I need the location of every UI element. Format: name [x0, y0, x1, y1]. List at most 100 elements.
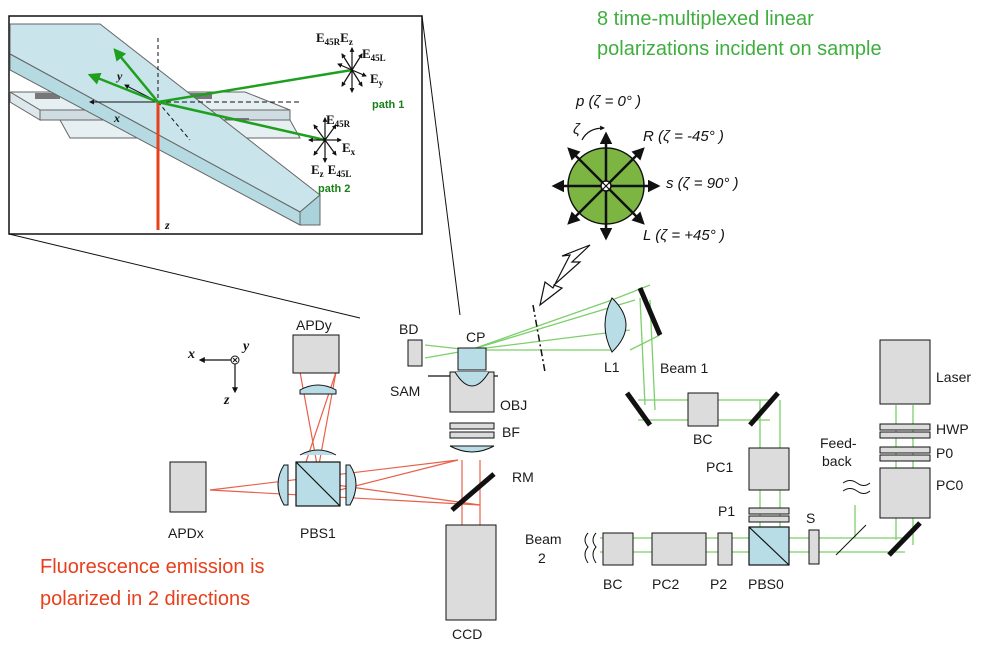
pbs0-label: PBS0: [748, 576, 784, 592]
inset-axis-x: x: [113, 111, 120, 125]
p0-b: [879, 454, 931, 462]
mirror-m1: [637, 287, 663, 336]
ccd-label: CCD: [452, 626, 482, 642]
zeta-label: ζ: [573, 121, 581, 138]
p0-label: P0: [936, 445, 953, 461]
beam-path2: [157, 100, 326, 142]
bd-label: BD: [399, 321, 418, 337]
s-box: [808, 529, 820, 565]
apdy-label: APDy: [296, 317, 332, 333]
tube-lens: [449, 445, 495, 453]
polarization-star-1: [337, 47, 367, 93]
bc-top-label: BC: [693, 431, 712, 447]
red-note-line1: Fluorescence emission is: [40, 556, 265, 578]
pbs1-lens-upper: [299, 449, 337, 456]
mirror-m2: [624, 391, 653, 427]
axis-x-label: x: [187, 347, 195, 362]
pickoff-mirror: [835, 524, 867, 556]
bc-top-box: [687, 392, 719, 427]
sample-inset: y x z E45REz E45L Ey path 1: [8, 15, 461, 319]
mirror-m4: [887, 521, 922, 557]
p0-a: [879, 446, 931, 454]
axis-z-label: z: [223, 393, 230, 408]
s-label: S: [806, 510, 815, 526]
red-beams: [209, 371, 481, 525]
coordinate-axes: x y z: [187, 339, 250, 408]
green-note-line2: polarizations incident on sample: [597, 38, 882, 60]
beam2-label-a: Beam: [525, 531, 562, 547]
pc2-label: PC2: [652, 576, 679, 592]
p1-label: P1: [718, 503, 735, 519]
feedback-label-b: back: [822, 453, 853, 469]
obj-label: OBJ: [500, 397, 527, 413]
pbs1-label: PBS1: [300, 525, 336, 541]
ey-label: Ey: [370, 71, 384, 88]
beam-back-1: [87, 72, 159, 104]
ex-label: Ex: [342, 140, 356, 157]
bd-box: [407, 339, 423, 367]
green-beams: [424, 284, 914, 553]
beam1-label: Beam 1: [660, 360, 708, 376]
feedback-break: [842, 480, 871, 494]
polarization-star-2: [308, 117, 342, 163]
inset-projection-right: [421, 15, 461, 316]
obj-lens: [454, 371, 490, 387]
red-note-line2: polarized in 2 directions: [40, 588, 250, 610]
p1-filter-a: [748, 507, 790, 515]
pc0-label: PC0: [936, 477, 963, 493]
inset-projection-left: [8, 233, 361, 319]
hwp-label: HWP: [936, 421, 969, 437]
inset-axis-y: y: [115, 69, 123, 83]
bf-label: BF: [502, 424, 520, 440]
beam-path1: [157, 68, 353, 104]
cp-box: [457, 347, 487, 371]
polarization-disc: ζ p (ζ = 0° ) R (ζ = -45° ) s (ζ = 90° )…: [539, 93, 739, 307]
hwp-a: [879, 423, 931, 431]
l1-lens: [604, 297, 627, 353]
rm-label: RM: [512, 469, 534, 485]
axis-y-label: y: [241, 339, 250, 354]
pc1-label: PC1: [706, 459, 733, 475]
rm-mirror: [450, 472, 496, 512]
pbs1-lens-top: [299, 384, 337, 395]
mirror-m3: [748, 391, 780, 427]
sam-label: SAM: [390, 383, 420, 399]
conjugate-plane: [532, 304, 546, 373]
e45r-label-2: E45R: [326, 112, 351, 129]
pc1-box: [748, 447, 790, 491]
bottom-slide-side: [9, 91, 41, 121]
pad-1: [35, 93, 60, 99]
feedback-label-a: Feed-: [820, 435, 857, 451]
cp-label: CP: [466, 329, 485, 345]
bc-bottom-label: BC: [603, 576, 622, 592]
path1-label: path 1: [372, 99, 404, 111]
y-axis-dashed: [157, 101, 191, 141]
beam2-break: [584, 532, 597, 564]
pol-r-label: R (ζ = -45° ): [643, 128, 724, 145]
green-note-line1: 8 time-multiplexed linear: [597, 8, 814, 30]
pol-l-label: L (ζ = +45° ): [643, 227, 725, 244]
hwp-b: [879, 431, 931, 439]
inset-axis-z: z: [164, 218, 170, 232]
p1-filter-b: [748, 515, 790, 523]
top-slab-side: [9, 53, 301, 226]
l1-label: L1: [604, 359, 620, 375]
pbs1-lens-left: [277, 464, 289, 506]
p2-label: P2: [710, 576, 727, 592]
apdx-box: [169, 461, 207, 513]
pbs1-lens-right: [345, 464, 357, 506]
pc0-box: [879, 467, 931, 519]
ccd-box: [445, 524, 497, 621]
apdy-box: [292, 334, 340, 374]
beam2-label-b: 2: [538, 550, 546, 566]
bf-filter-2: [449, 431, 495, 439]
bc-bottom-box: [602, 532, 634, 566]
laser-label: Laser: [936, 369, 971, 385]
e45l-label-1: E45L: [362, 46, 386, 63]
zeta-arc: [581, 125, 605, 141]
laser-box: [879, 339, 931, 405]
bf-filter-1: [449, 422, 495, 430]
p2-box: [717, 532, 733, 566]
